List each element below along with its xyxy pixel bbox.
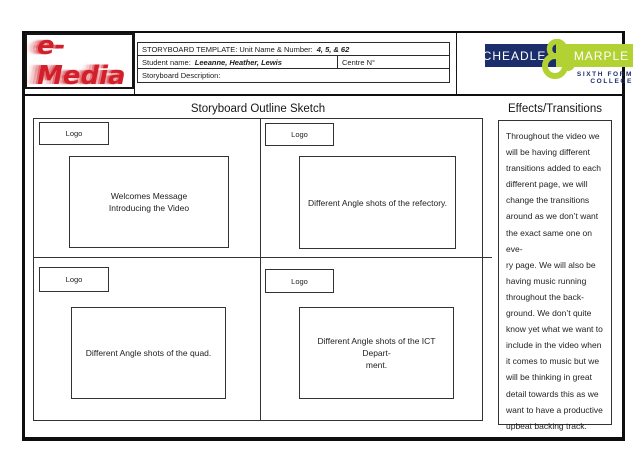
- emedia-logo: e-Media: [25, 31, 134, 91]
- panel3-logo-box: Logo: [39, 267, 109, 292]
- storyboard-grid: Logo Welcomes Message Introducing the Vi…: [33, 118, 492, 421]
- cheadle-text: CHEADLE: [482, 48, 547, 63]
- panel4-caption: Different Angle shots of the ICT Depart-…: [317, 336, 436, 370]
- student-cell: Student name: Leeanne, Heather, Lewis: [142, 56, 337, 68]
- panel3-caption: Different Angle shots of the quad.: [85, 348, 212, 358]
- centre-number-cell: Centre N°: [337, 56, 449, 68]
- description-row: Storyboard Description:: [138, 69, 449, 81]
- panel2-logo-box: Logo: [265, 123, 334, 146]
- header-divider-left: [134, 33, 135, 94]
- panel4-sketch-frame: Different Angle shots of the ICT Depart-…: [299, 307, 454, 399]
- template-label: STORYBOARD TEMPLATE: Unit Name & Number:: [142, 44, 313, 54]
- college-logo-marple: MARPLE: [556, 44, 633, 67]
- header-table: STORYBOARD TEMPLATE: Unit Name & Number:…: [137, 42, 450, 83]
- effects-body-text: Throughout the video we will be having d…: [506, 131, 603, 431]
- description-label: Storyboard Description:: [142, 70, 221, 80]
- panel1-logo-box: Logo: [39, 122, 109, 145]
- panel2-caption: Different Angle shots of the refectory.: [307, 197, 448, 208]
- panel4-logo-box: Logo: [265, 269, 334, 293]
- panel4-logo-label: Logo: [291, 276, 308, 286]
- template-row: STORYBOARD TEMPLATE: Unit Name & Number:…: [138, 43, 449, 56]
- grid-vertical-divider: [260, 119, 261, 420]
- unit-number-value: 4, 5, & 62: [316, 44, 350, 54]
- college-tagline: SIXTH FORM COLLEGE: [576, 71, 633, 85]
- centre-number-label: Centre N°: [342, 57, 376, 67]
- header-divider-right: [456, 33, 457, 94]
- panel1-logo-label: Logo: [65, 129, 83, 138]
- student-names-value: Leeanne, Heather, Lewis: [194, 57, 282, 67]
- panel2-logo-label: Logo: [291, 130, 308, 139]
- marple-text: MARPLE: [573, 48, 630, 63]
- panel1-caption: Welcomes Message Introducing the Video: [108, 191, 190, 213]
- grid-horizontal-divider: [34, 257, 492, 258]
- student-row: Student name: Leeanne, Heather, Lewis Ce…: [138, 56, 449, 69]
- panel3-logo-label: Logo: [65, 275, 83, 284]
- college-logo: CHEADLE MARPLE SIXTH FORM COLLEGE: [458, 33, 633, 94]
- effects-section-title: Effects/Transitions: [508, 103, 602, 115]
- ampersand-icon: [540, 38, 576, 81]
- effects-box: Throughout the video we will be having d…: [498, 120, 612, 431]
- college-logo-cheadle: CHEADLE: [482, 44, 556, 67]
- student-label: Student name:: [142, 57, 191, 67]
- storyboard-section-title: Storyboard Outline Sketch: [190, 103, 326, 115]
- emedia-logo-text: e-Media: [37, 31, 126, 91]
- panel3-sketch-frame: Different Angle shots of the quad.: [71, 307, 226, 399]
- panel2-sketch-frame: Different Angle shots of the refectory.: [299, 156, 456, 249]
- storyboard-page: e-Media STORYBOARD TEMPLATE: Unit Name &…: [22, 31, 633, 441]
- panel1-sketch-frame: Welcomes Message Introducing the Video: [69, 156, 229, 248]
- header-band: e-Media STORYBOARD TEMPLATE: Unit Name &…: [25, 31, 633, 96]
